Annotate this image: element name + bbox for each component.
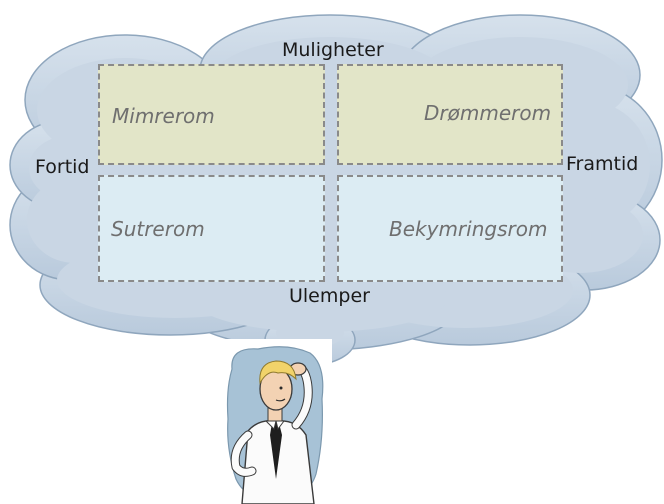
- quadrant-future-possibilities: [337, 64, 563, 165]
- quadrant-past-drawbacks: [98, 175, 325, 282]
- quadrant-past-possibilities: [98, 64, 325, 165]
- axis-label-top: Muligheter: [282, 39, 384, 61]
- quadrant-label-sutrerom: Sutrerom: [111, 217, 205, 241]
- quadrant-label-bekymringsrom: Bekymringsrom: [389, 217, 548, 241]
- axis-label-bottom: Ulemper: [289, 285, 370, 307]
- axis-label-left: Fortid: [35, 156, 90, 178]
- quadrant-label-mimrerom: Mimrerom: [112, 104, 215, 128]
- axis-label-right: Framtid: [566, 153, 639, 175]
- thinking-person-icon: [218, 339, 332, 504]
- quadrant-label-drommerom: Drømmerom: [424, 101, 552, 125]
- quadrant-future-drawbacks: [337, 175, 563, 282]
